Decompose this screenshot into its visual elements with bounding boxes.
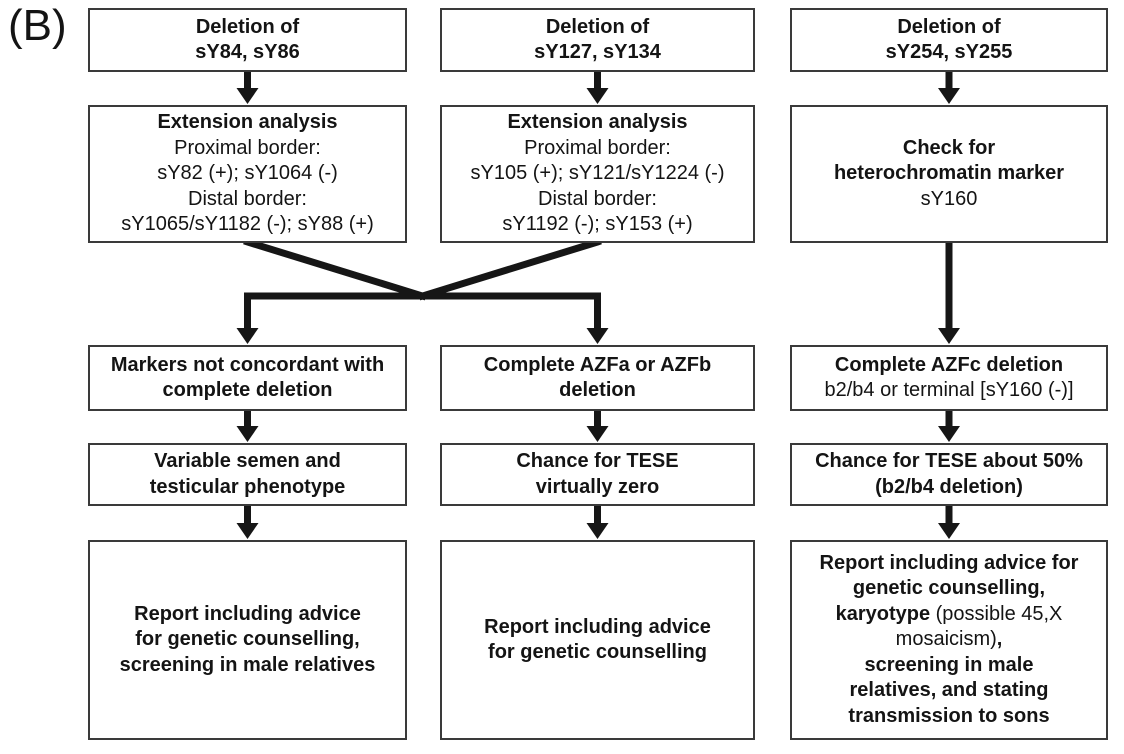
- text-segment: relatives, and stating: [849, 679, 1049, 702]
- box-line: sY82 (+); sY1064 (-): [157, 162, 338, 185]
- box-line: Report including advice: [484, 615, 711, 638]
- arrow-head: [236, 88, 259, 104]
- box-line: karyotype (possible 45,X: [836, 602, 1063, 628]
- text-segment: genetic counselling,: [852, 577, 1046, 600]
- box-line: Extension analysis: [507, 111, 688, 134]
- box-deletion-sy84-sy86: Deletion of sY84, sY86: [88, 8, 407, 72]
- text-segment: ,: [996, 628, 1003, 651]
- figure-label: (B): [8, 1, 67, 50]
- box-line: Extension analysis: [157, 111, 338, 134]
- text-segment: transmission to sons: [848, 704, 1050, 727]
- arrow-head: [236, 426, 259, 442]
- text-segment: mosaicism): [895, 628, 997, 651]
- box-line: sY105 (+); sY121/sY1224 (-): [470, 162, 725, 185]
- box-line: screening in male: [865, 653, 1034, 679]
- junction-diagonal-left: [243, 237, 427, 301]
- box-line: virtually zero: [535, 475, 660, 498]
- box-line: (b2/b4 deletion): [875, 475, 1023, 498]
- box-line: heterochromatin marker: [833, 162, 1065, 185]
- box-line: for genetic counselling,: [135, 628, 360, 651]
- box-line: Deletion of: [195, 15, 300, 38]
- box-line: genetic counselling,: [853, 576, 1045, 602]
- text-segment: karyotype: [835, 602, 931, 625]
- box-markers-not-concordant: Markers not concordant with complete del…: [88, 345, 407, 411]
- box-extension-analysis-middle: Extension analysis Proximal border: sY10…: [440, 105, 755, 243]
- text-segment: (possible 45,X: [930, 602, 1063, 625]
- arrow-head: [236, 328, 259, 344]
- box-line: sY1065/sY1182 (-); sY88 (+): [121, 213, 374, 236]
- arrow-head: [586, 426, 609, 442]
- box-line: mosaicism),: [896, 627, 1003, 653]
- box-line: Check for: [902, 136, 996, 159]
- box-deletion-sy254-sy255: Deletion of sY254, sY255: [790, 8, 1108, 72]
- text-segment: screening in male: [864, 653, 1034, 676]
- arrow-head: [938, 328, 960, 344]
- arrow-head: [938, 88, 960, 104]
- box-report-right: Report including advice for genetic coun…: [790, 540, 1108, 740]
- box-line: testicular phenotype: [149, 475, 346, 498]
- box-line: for genetic counselling: [488, 641, 707, 663]
- box-line: Proximal border:: [174, 136, 321, 159]
- box-line: Deletion of: [545, 15, 650, 38]
- box-extension-analysis-left: Extension analysis Proximal border: sY82…: [88, 105, 407, 243]
- box-complete-azfc-deletion: Complete AZFc deletion b2/b4 or terminal…: [790, 345, 1108, 411]
- arrow-head: [938, 523, 960, 539]
- box-line: Complete AZFa or AZFb: [483, 353, 712, 376]
- box-report-left: Report including advice for genetic coun…: [88, 540, 407, 740]
- box-line: sY127, sY134: [534, 41, 661, 63]
- box-line: sY84, sY86: [195, 41, 300, 63]
- box-chance-tese-zero: Chance for TESE virtually zero: [440, 443, 755, 506]
- box-line: transmission to sons: [848, 704, 1049, 730]
- box-line: relatives, and stating: [850, 678, 1049, 704]
- box-line: Report including advice: [134, 602, 361, 625]
- box-variable-phenotype: Variable semen and testicular phenotype: [88, 443, 407, 506]
- arrow-head: [586, 328, 609, 344]
- text-segment: Report including advice for: [819, 551, 1079, 574]
- box-complete-azfa-azfb-deletion: Complete AZFa or AZFb deletion: [440, 345, 755, 411]
- junction-diagonal-right: [418, 237, 602, 301]
- box-line: sY1192 (-); sY153 (+): [502, 213, 693, 236]
- box-deletion-sy127-sy134: Deletion of sY127, sY134: [440, 8, 755, 72]
- box-line: Markers not concordant with: [110, 353, 385, 376]
- box-line: Deletion of: [897, 15, 1001, 38]
- box-line: Chance for TESE: [516, 450, 679, 472]
- box-line: deletion: [559, 379, 636, 401]
- arrow-head: [586, 523, 609, 539]
- arrow-heads: [236, 88, 960, 539]
- box-line: Distal border:: [538, 187, 657, 210]
- box-line: Distal border:: [188, 187, 307, 210]
- box-line: Variable semen and: [154, 450, 341, 472]
- arrow-head: [938, 426, 960, 442]
- box-line: Report including advice for: [820, 551, 1079, 577]
- box-line: sY160: [920, 187, 978, 210]
- box-report-middle: Report including advice for genetic coun…: [440, 540, 755, 740]
- box-line: Proximal border:: [524, 136, 671, 159]
- arrow-head: [236, 523, 259, 539]
- box-line: b2/b4 or terminal [sY160 (-)]: [824, 379, 1074, 401]
- box-chance-tese-50: Chance for TESE about 50% (b2/b4 deletio…: [790, 443, 1108, 506]
- box-line: screening in male relatives: [119, 653, 376, 676]
- box-line: complete deletion: [162, 379, 333, 401]
- box-check-heterochromatin-marker: Check for heterochromatin marker sY160: [790, 105, 1108, 243]
- arrow-head: [586, 88, 609, 104]
- box-line: Chance for TESE about 50%: [815, 450, 1083, 472]
- box-line: sY254, sY255: [885, 41, 1013, 63]
- box-line: Complete AZFc deletion: [834, 353, 1064, 376]
